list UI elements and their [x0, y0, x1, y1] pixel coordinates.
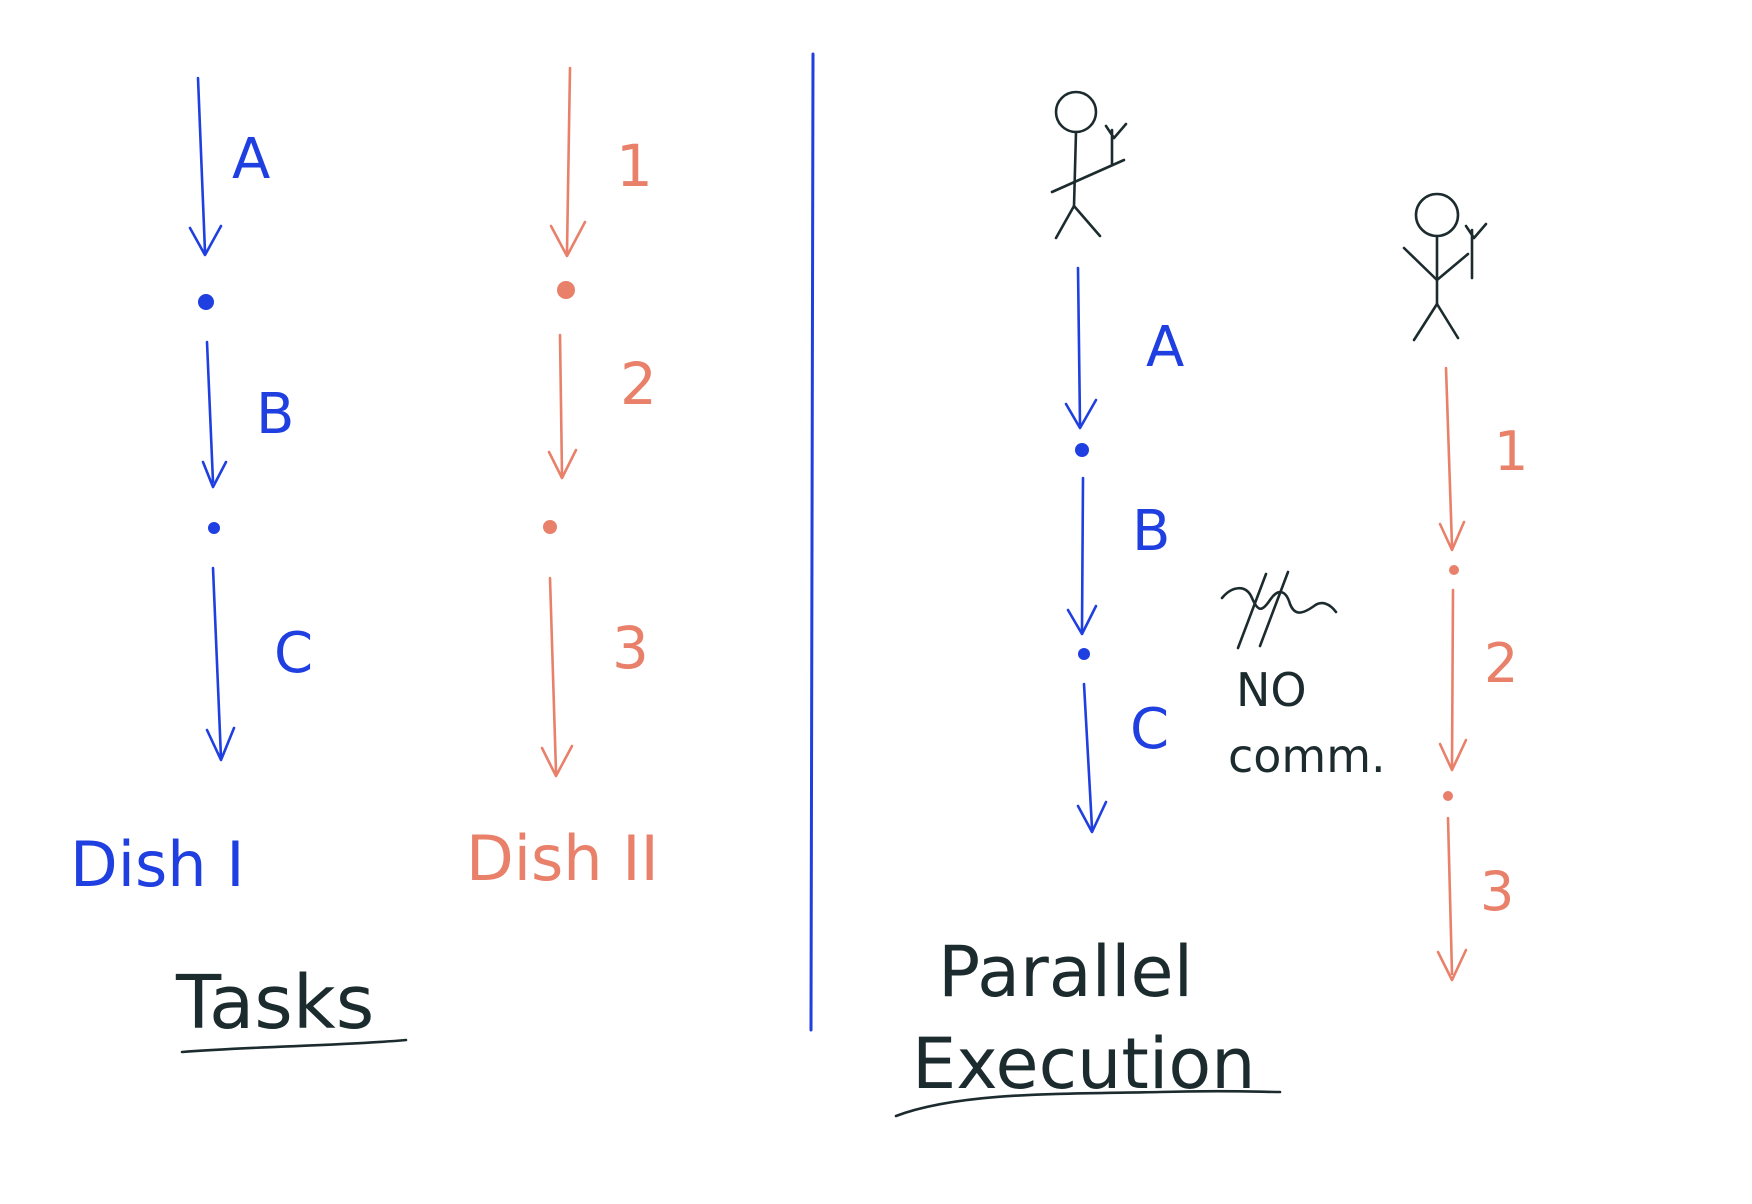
- crossed-out-speech-icon: [1220, 570, 1338, 650]
- worker-one-step-label: A: [1146, 315, 1184, 380]
- worker-two-step-label: 1: [1494, 420, 1528, 483]
- step-3-arrow: [1446, 816, 1454, 976]
- no-comm-line-1: NO: [1236, 663, 1307, 717]
- step-b-end-dot: [1078, 648, 1090, 660]
- step-2-end-dot: [1443, 791, 1453, 801]
- panel-divider: [809, 52, 815, 1032]
- no-comm-line-2: comm.: [1228, 729, 1386, 783]
- step-3-arrowhead: [1436, 948, 1468, 982]
- step-b-end-dot: [208, 522, 220, 534]
- step-c-arrowhead: [1076, 800, 1108, 834]
- dish-two-sequence: [540, 66, 587, 778]
- dish-two-step-label: 3: [612, 614, 649, 682]
- dish-two-step-label: 1: [616, 132, 653, 200]
- dish-two-label: Dish II: [466, 822, 659, 895]
- step-3-arrow: [548, 576, 558, 774]
- tasks-caption: Tasks: [175, 960, 408, 1054]
- step-a-arrowhead: [1064, 398, 1098, 430]
- dish-one-step-label: A: [232, 127, 270, 192]
- step-1-arrow: [565, 66, 572, 254]
- step-a-arrow: [1076, 266, 1082, 426]
- step-2-arrow: [1450, 588, 1455, 768]
- step-a-end-dot: [1075, 443, 1089, 457]
- step-c-arrowhead: [205, 726, 236, 762]
- stick-figure-icon: [1050, 90, 1128, 240]
- dish-one-label: Dish I: [70, 828, 245, 901]
- caption-line-1: Parallel: [938, 931, 1193, 1013]
- tasks-caption-text: Tasks: [175, 960, 374, 1046]
- worker-two-step-label: 3: [1480, 860, 1514, 923]
- parallel-execution-caption: Parallel Execution: [894, 931, 1282, 1118]
- caption-underline: [894, 1089, 1282, 1118]
- step-a-end-dot: [198, 294, 214, 310]
- worker-one-sequence: [1064, 266, 1108, 834]
- step-b-arrowhead: [1066, 604, 1098, 636]
- step-1-arrow: [1444, 366, 1454, 548]
- step-1-arrowhead: [1438, 520, 1466, 552]
- worker-two-step-label: 2: [1484, 632, 1518, 695]
- step-2-arrowhead: [1438, 738, 1468, 772]
- dish-two-step-label: 2: [620, 350, 657, 418]
- step-2-arrow: [558, 333, 564, 477]
- step-3-arrowhead: [540, 744, 574, 778]
- worker-two-sequence: [1436, 366, 1468, 982]
- step-a-arrowhead: [188, 224, 223, 257]
- step-2-arrowhead: [547, 448, 578, 480]
- step-1-end-dot: [1449, 565, 1459, 575]
- worker-one-step-label: B: [1132, 499, 1170, 564]
- step-b-arrow: [205, 340, 215, 484]
- tasks-underline: [180, 1038, 408, 1054]
- step-1-arrowhead: [549, 220, 587, 258]
- step-c-arrow: [211, 566, 223, 760]
- step-c-arrow: [1082, 682, 1094, 830]
- step-b-arrow: [1080, 476, 1085, 632]
- dish-one-step-label: C: [274, 621, 313, 686]
- step-a-arrow: [196, 76, 207, 254]
- step-b-arrowhead: [201, 460, 228, 489]
- stick-figure-icon: [1402, 192, 1488, 342]
- dish-one-step-label: B: [256, 382, 294, 447]
- worker-one-step-label: C: [1130, 697, 1169, 762]
- step-1-end-dot: [557, 281, 575, 299]
- dish-one-sequence: [188, 76, 236, 762]
- step-2-end-dot: [543, 520, 557, 534]
